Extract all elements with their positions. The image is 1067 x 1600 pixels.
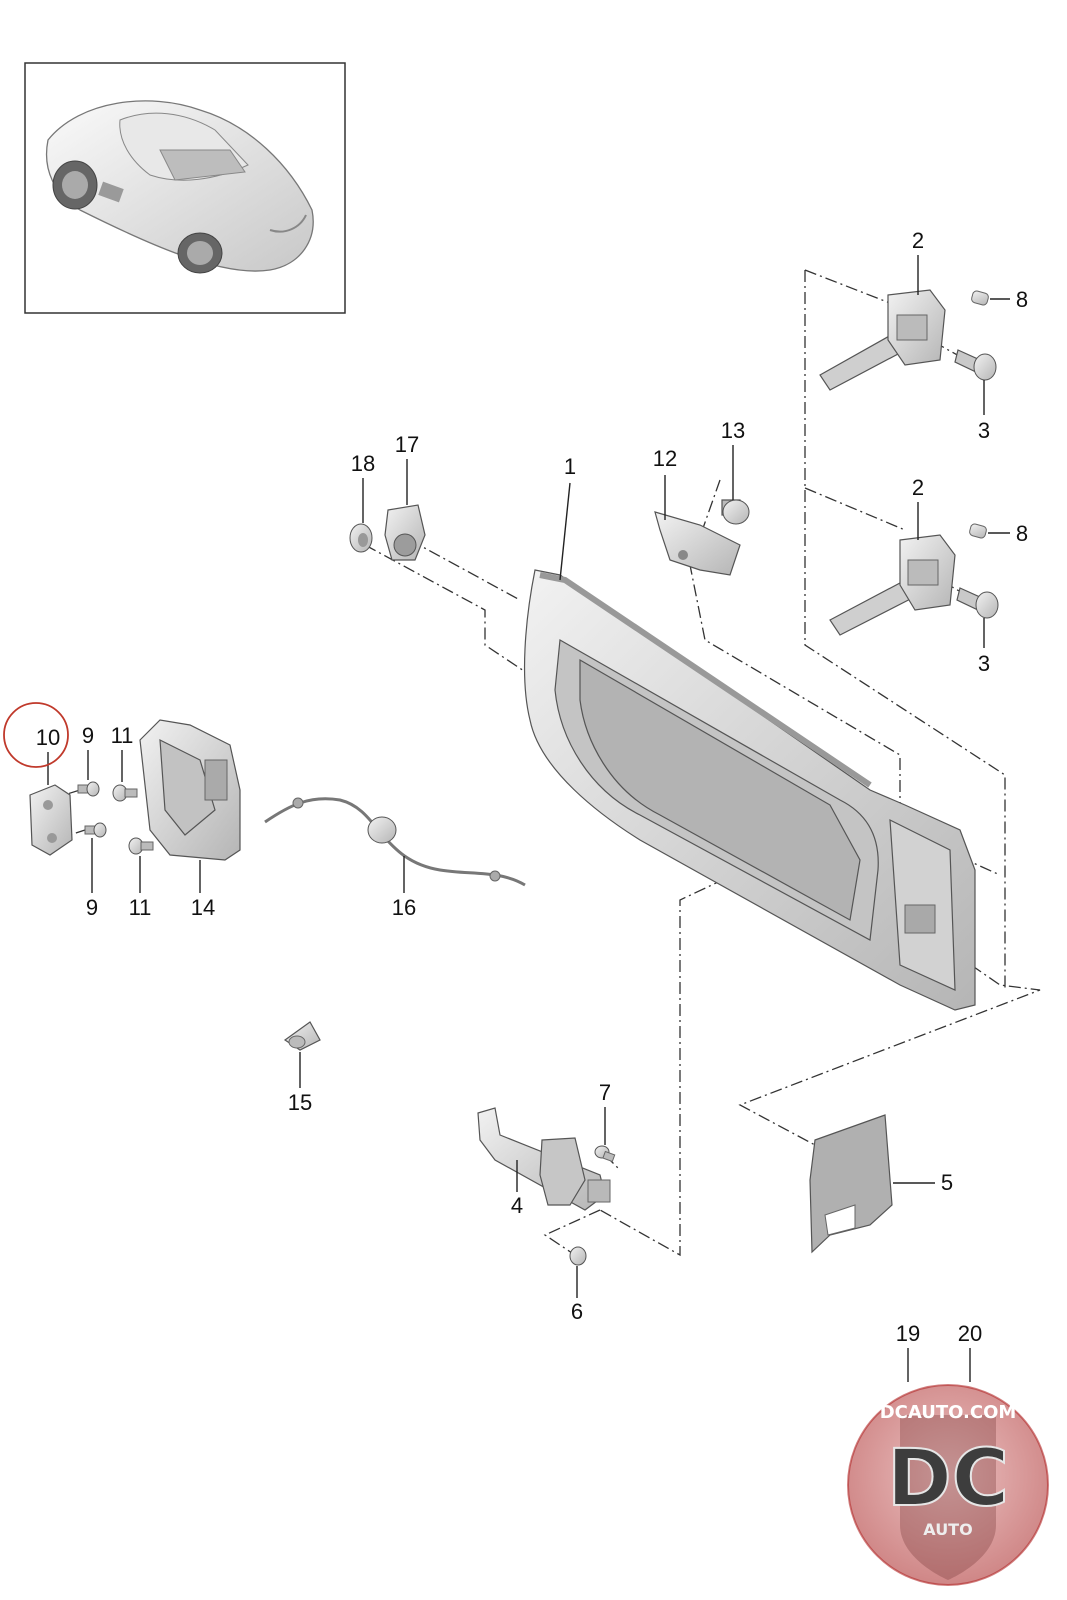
callout-9-lower: 9 (86, 895, 98, 920)
watermark-letters: DC (887, 1434, 1009, 1524)
clip-part (283, 1021, 321, 1051)
callout-5: 5 (941, 1170, 953, 1195)
watermark-site-text: DCAUTO.COM (880, 1402, 1017, 1423)
screw-11-upper-part (112, 784, 138, 802)
striker-plate-part (29, 784, 73, 856)
trim-cover-part (809, 1114, 893, 1254)
bracket-part (654, 511, 741, 576)
nut-part (569, 1246, 587, 1266)
callout-11-lower: 11 (129, 895, 152, 920)
callout-3-lower: 3 (978, 651, 990, 676)
screw-11-lower-part (128, 837, 154, 855)
callout-labels: 1 2 2 3 3 4 5 6 7 8 8 9 9 10 11 11 12 13… (3, 228, 1028, 1346)
callout-12: 12 (653, 446, 677, 471)
dcauto-watermark-logo: DCAUTO.COM DC AUTO (847, 1384, 1049, 1586)
callout-3-upper: 3 (978, 418, 990, 443)
bolt-lower-part (956, 587, 999, 619)
callout-19: 19 (896, 1321, 920, 1346)
door-check-part (477, 1107, 611, 1211)
door-panel-part (523, 569, 976, 1011)
vehicle-thumbnail (24, 62, 346, 314)
callout-2-lower: 2 (912, 475, 924, 500)
buffer-part (384, 504, 426, 561)
callout-8-upper: 8 (1016, 287, 1028, 312)
callout-10: 10 (36, 725, 60, 750)
door-lock-part (139, 719, 241, 861)
screw-9-upper-part (77, 781, 100, 797)
callout-6: 6 (571, 1299, 583, 1324)
hinge-lower-part (829, 534, 956, 636)
screw-7-part (594, 1145, 616, 1163)
callout-18: 18 (351, 451, 375, 476)
screw-9-lower-part (84, 822, 107, 838)
callout-17: 17 (395, 432, 419, 457)
car-illustration (45, 100, 314, 274)
callout-8-lower: 8 (1016, 521, 1028, 546)
hinge-upper-part (819, 289, 946, 391)
callout-1: 1 (564, 454, 576, 479)
callout-9-upper: 9 (82, 723, 94, 748)
plug-lower-part (969, 523, 987, 539)
leader-lines (47, 255, 1010, 1382)
callout-15: 15 (288, 1090, 312, 1115)
highlight-ring (3, 702, 69, 768)
callout-14: 14 (191, 895, 215, 920)
plug-upper-part (971, 290, 989, 306)
grommet-part (349, 523, 373, 553)
callout-13: 13 (721, 418, 745, 443)
callout-20: 20 (958, 1321, 982, 1346)
callout-7: 7 (599, 1080, 611, 1105)
callout-11-upper: 11 (111, 723, 134, 748)
cable-part (264, 797, 526, 887)
screw-13-part (721, 499, 750, 525)
watermark-sub-text: AUTO (923, 1520, 972, 1539)
callout-16: 16 (392, 895, 416, 920)
callout-2-upper: 2 (912, 228, 924, 253)
callout-4: 4 (511, 1193, 523, 1218)
bolt-upper-part (954, 349, 997, 381)
